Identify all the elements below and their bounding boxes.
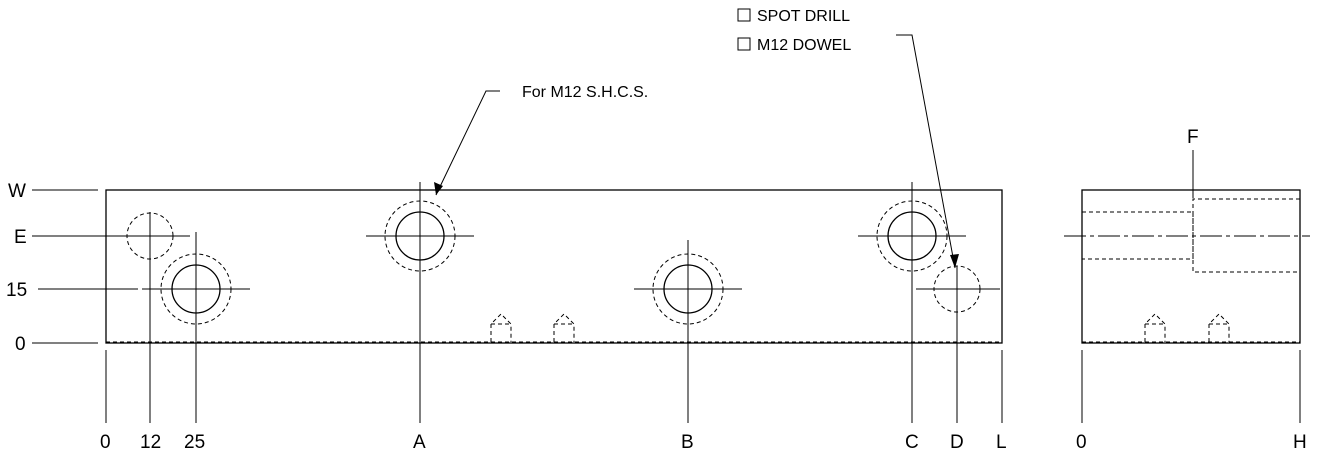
label-b: B [681, 432, 694, 453]
label-d: D [950, 432, 964, 453]
hole-a [366, 200, 474, 272]
side-view-outline [1081, 189, 1301, 344]
label-w: W [8, 181, 26, 202]
hole-d [916, 265, 1000, 313]
side-hidden-feature-2 [1208, 313, 1230, 342]
label-side-0: 0 [1076, 432, 1087, 453]
label-x0: 0 [100, 432, 111, 453]
label-x12: 12 [140, 432, 161, 453]
label-h: H [1293, 432, 1307, 453]
label-f: F [1187, 127, 1199, 148]
label-x25: 25 [184, 432, 205, 453]
side-view-counterbore-hidden [1082, 198, 1300, 273]
spot-drill-checkbox[interactable] [737, 8, 751, 22]
label-l: L [996, 432, 1007, 453]
label-c: C [905, 432, 919, 453]
callout-shcs-text: For M12 S.H.C.S. [522, 84, 648, 101]
hole-12-e [126, 212, 174, 272]
callout-dowel-leader [896, 34, 959, 269]
dowel-checkbox[interactable] [737, 37, 751, 51]
label-0: 0 [15, 334, 26, 355]
label-e: E [14, 227, 27, 248]
callout-dowel-text: M12 DOWEL [757, 37, 851, 54]
callout-spot-drill-text: SPOT DRILL [757, 8, 850, 25]
hole-b [634, 253, 742, 325]
label-a: A [413, 432, 426, 453]
side-hidden-feature-1 [1144, 313, 1166, 342]
callout-shcs-leader [434, 90, 500, 196]
label-15: 15 [6, 280, 27, 301]
hidden-feature-1 [490, 313, 512, 342]
front-view-outline [105, 189, 1003, 344]
hole-25-15 [142, 253, 250, 325]
hole-c [858, 200, 966, 272]
hidden-feature-2 [553, 313, 575, 342]
